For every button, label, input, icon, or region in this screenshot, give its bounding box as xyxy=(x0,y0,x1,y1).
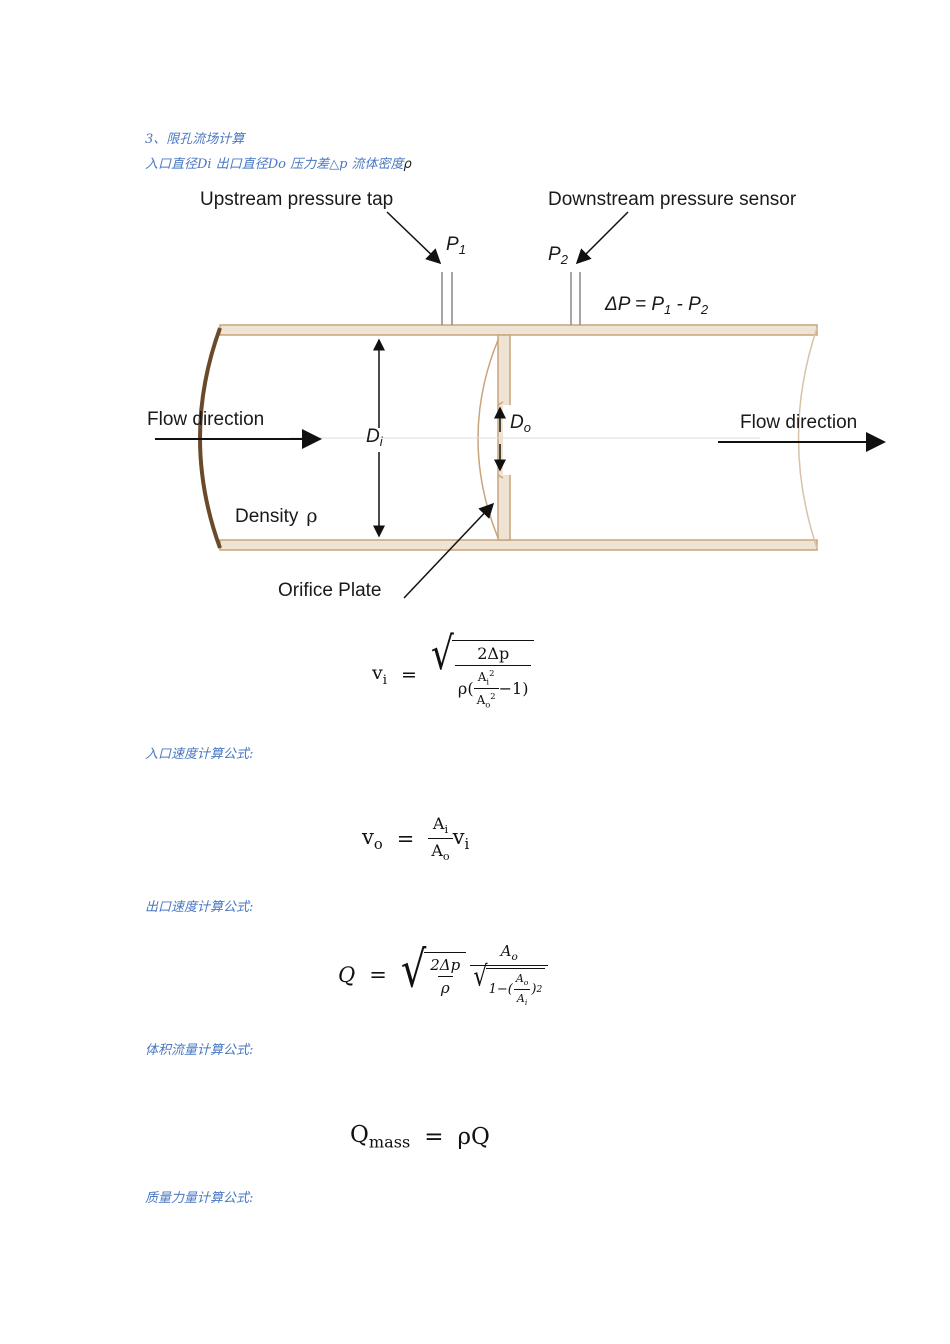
parameters-text: 入口直径Di 出口直径Do 压力差△p 流体密度 xyxy=(145,157,404,172)
equals-sign: = xyxy=(369,962,387,987)
upstream-pointer-arrow xyxy=(386,211,442,265)
p1-label: P1 xyxy=(446,234,466,257)
orifice-pointer-arrow xyxy=(403,502,495,599)
pressure-taps xyxy=(441,272,581,325)
q-inner-sqrt: √ 2Δp ρ xyxy=(401,945,467,997)
vo-area-ratio: Ai Ao xyxy=(428,814,453,863)
vo-rhs: vi xyxy=(452,824,470,853)
formula-outlet-velocity: vo = Ai Ao vi xyxy=(362,814,469,863)
section-heading: 3、限孔流场计算 xyxy=(145,132,245,147)
upstream-label: Upstream pressure tap xyxy=(200,189,393,210)
formula-volume-flow: Q = √ 2Δp ρ Ao √ 1−( Ao Ai )2 xyxy=(338,942,549,1007)
downstream-label: Downstream pressure sensor xyxy=(548,189,797,210)
qmass-rhs: ρQ xyxy=(457,1123,490,1150)
equals-sign: = xyxy=(424,1123,444,1150)
p2-label: P2 xyxy=(548,244,569,267)
rho-symbol: ρ xyxy=(403,157,412,172)
caption-mass-flow: 质量力量计算公式: xyxy=(145,1191,254,1206)
pipe-top-wall xyxy=(219,324,818,336)
equals-sign: = xyxy=(396,826,415,851)
q-lhs: Q xyxy=(338,962,356,987)
vo-lhs: vo xyxy=(362,824,383,853)
formula-mass-flow: Qmass = ρQ xyxy=(350,1122,490,1152)
orifice-plate-label: Orifice Plate xyxy=(278,580,381,601)
caption-outlet-velocity: 出口速度计算公式: xyxy=(145,900,254,915)
di-label: Di xyxy=(366,426,384,449)
formula-inlet-velocity: vi = √ 2Δp ρ( Ai2 Ao2 −1) xyxy=(372,631,535,710)
pipe-bottom-wall xyxy=(219,539,818,551)
downstream-pointer-arrow xyxy=(575,211,629,265)
orifice-flow-diagram: Upstream pressure tap Downstream pressur… xyxy=(147,189,886,601)
caption-inlet-velocity: 入口速度计算公式: xyxy=(145,747,254,762)
parameters-line: 入口直径Di 出口直径Do 压力差△p 流体密度ρ xyxy=(145,153,412,172)
q-outer-fraction: Ao √ 1−( Ao Ai )2 xyxy=(470,942,549,1007)
do-label: Do xyxy=(510,412,531,435)
vi-denominator: ρ( Ai2 Ao2 −1) xyxy=(454,665,532,710)
delta-p-label: ΔP = P1 - P2 xyxy=(604,294,709,317)
equals-sign: = xyxy=(401,663,417,686)
vi-lhs: vi xyxy=(372,661,387,688)
caption-volume-flow: 体积流量计算公式: xyxy=(145,1043,254,1058)
flow-direction-left-label: Flow direction xyxy=(147,409,264,430)
vi-sqrt: √ 2Δp ρ( Ai2 Ao2 −1) xyxy=(431,631,535,710)
vi-numerator: 2Δp xyxy=(477,644,510,663)
flow-direction-right-label: Flow direction xyxy=(740,412,857,433)
qmass-lhs: Qmass xyxy=(350,1122,411,1152)
pipe-outlet-edge xyxy=(797,327,818,549)
